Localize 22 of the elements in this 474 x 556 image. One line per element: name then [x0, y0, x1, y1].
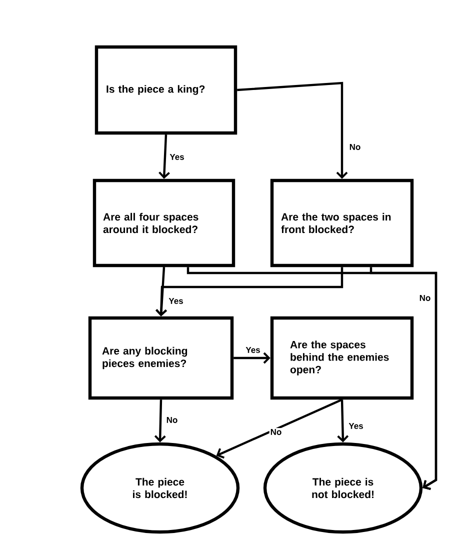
edge-label: Yes: [348, 422, 364, 430]
arrow: [337, 400, 349, 442]
arrow: [154, 400, 166, 442]
edge-label: Yes: [168, 153, 186, 161]
decision-box: Are any blocking pieces enemies?: [88, 316, 234, 400]
arrow: [234, 352, 270, 364]
arrow: [156, 267, 168, 316]
arrow: [216, 398, 342, 459]
decision-box: Are all four spaces around it blocked?: [92, 178, 236, 268]
edge-label: Yes: [168, 297, 184, 305]
edge-label: No: [165, 416, 179, 424]
edge-label: No: [269, 428, 283, 436]
arrow: [156, 267, 344, 316]
edge-label: No: [348, 143, 362, 151]
edge-label: No: [418, 294, 432, 302]
decision-box: Are the two spaces in front blocked?: [270, 178, 414, 268]
arrow: [158, 134, 170, 179]
decision-box: Is the piece a king?: [94, 45, 238, 135]
edge-label: Yes: [244, 346, 262, 354]
arrow: [370, 267, 438, 490]
arrow: [237, 82, 348, 179]
decision-box: Are the spaces behind the enemies open?: [270, 316, 414, 400]
